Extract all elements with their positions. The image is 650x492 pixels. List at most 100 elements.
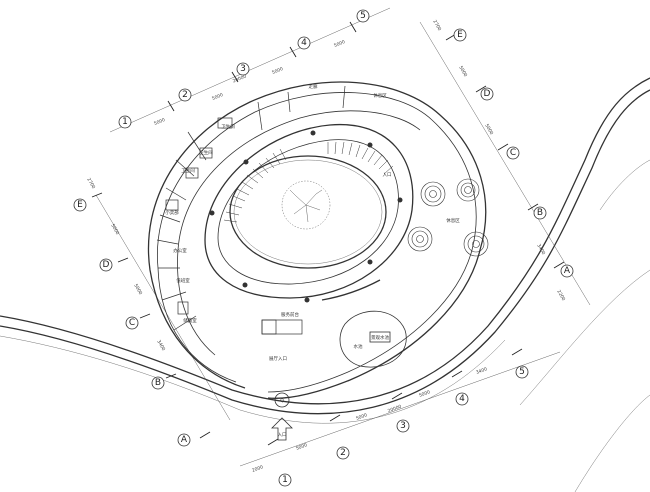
dim-top-3: 5000: [271, 66, 284, 76]
svg-text:B: B: [155, 378, 161, 388]
svg-text:3: 3: [240, 64, 246, 74]
room-label-lounge: 休息区: [446, 217, 460, 224]
dim-left-4: 3400: [155, 339, 166, 352]
tree-icon: [281, 180, 331, 230]
room-label-office1: 办公室: [173, 247, 187, 254]
svg-text:1: 1: [282, 475, 288, 485]
svg-text:4: 4: [459, 394, 465, 404]
dim-top-2: 5000: [211, 92, 224, 102]
svg-text:A: A: [181, 435, 188, 445]
axis-bubble-5-top: 5: [356, 9, 370, 23]
columns: [209, 130, 403, 303]
axis-bubble-3-bottom: 3: [396, 419, 410, 433]
axis-bubble-1-top: 1: [118, 115, 132, 129]
axis-bubble-5-bottom: 5: [515, 365, 529, 379]
central-court-inner: [233, 159, 383, 265]
entrance-arrow-icon: [271, 417, 293, 441]
dim-bottom-total: 20000: [387, 404, 403, 415]
svg-text:B: B: [537, 208, 543, 218]
pond: [339, 310, 407, 368]
dimension-lines: [91, 7, 591, 467]
axis-bubble-2-bottom: 2: [336, 446, 350, 460]
entrance-door-label: Q: [280, 398, 284, 404]
dim-right-5: 2200: [555, 289, 566, 302]
room-labels: 卫生间 卫生间 卫生间 办公室 值班室 储藏室 小卖部 走廊 休息区 入口 展厅…: [165, 83, 460, 438]
room-partitions: [156, 85, 346, 335]
axis-bubble-e-right: E: [453, 28, 467, 42]
room-label-wc1: 卫生间: [221, 123, 235, 130]
axis-bubble-4-top: 4: [297, 36, 311, 50]
central-court: [229, 155, 387, 269]
dim-bottom-2: 5000: [295, 442, 308, 452]
axis-bubble-a-left: A: [177, 433, 191, 447]
svg-text:2: 2: [182, 90, 188, 100]
entrance-door: [274, 392, 290, 408]
building: [147, 81, 489, 441]
svg-text:C: C: [129, 318, 135, 328]
dim-right-3: 5000: [483, 123, 494, 136]
axis-bubble-1-bottom: 1: [278, 473, 292, 487]
dim-right-2: 5000: [457, 65, 468, 78]
dim-bottom-1: 2000: [251, 464, 264, 474]
room-label-exhibit: 展厅入口: [269, 356, 287, 362]
room-label-entry: 入口: [383, 172, 392, 178]
room-label-corridor2: 休息区: [373, 92, 387, 99]
stair-treads: [223, 141, 394, 223]
dim-top-total: 20000: [232, 74, 248, 85]
axis-bubble-b-left: B: [151, 376, 165, 390]
dim-left-2: 5000: [109, 223, 120, 236]
axis-bubble-e-left: E: [73, 198, 87, 212]
svg-text:1: 1: [122, 117, 128, 127]
landscape-curves: [0, 77, 650, 492]
outer-wall-inner: [156, 92, 477, 393]
dim-top-1: 5000: [153, 117, 166, 127]
dim-right-4: 3400: [535, 243, 546, 256]
room-label-pond: 水池: [354, 343, 363, 350]
axis-bubble-d-right: D: [480, 87, 494, 101]
room-label-reception: 服务前台: [281, 311, 299, 318]
dim-bottom-4: 5000: [418, 389, 431, 399]
axis-bubble-4-bottom: 4: [455, 392, 469, 406]
svg-text:2: 2: [340, 448, 346, 458]
dim-right-1: 2700: [431, 19, 442, 32]
axis-bubble-d-left: D: [99, 258, 113, 272]
outer-ring: [204, 123, 414, 299]
entrance-arrow-label: 入口: [278, 432, 287, 438]
bench-arc: [321, 279, 381, 301]
dim-bottom-3: 5000: [355, 412, 368, 422]
svg-text:5: 5: [519, 367, 525, 377]
room-label-wc3: 卫生间: [181, 167, 195, 174]
svg-text:3: 3: [400, 421, 406, 431]
room-label-wc2: 卫生间: [199, 149, 213, 156]
corridor-wall: [177, 110, 421, 356]
axis-bubble-c-left: C: [125, 316, 139, 330]
room-label-office2: 值班室: [176, 277, 190, 284]
axis-bubble-b-right: B: [533, 206, 547, 220]
dimension-texts: 5000 5000 20000 5000 5000 2000 5000 5000…: [85, 19, 566, 474]
dim-top-4: 5000: [333, 39, 346, 49]
axis-bubble-c-right: C: [506, 146, 520, 160]
seating-clusters: [407, 178, 489, 257]
svg-text:E: E: [77, 200, 83, 210]
svg-text:A: A: [564, 266, 571, 276]
axis-bubble-2-top: 2: [178, 88, 192, 102]
svg-text:E: E: [457, 30, 463, 40]
grid-axis-bubbles: 1 2 3 4 5 1 2 3 4 5 A B C D E E D C B A: [73, 9, 574, 487]
svg-text:D: D: [484, 89, 491, 99]
svg-text:D: D: [103, 260, 110, 270]
svg-text:5: 5: [360, 11, 366, 21]
room-label-corridor: 走廊: [309, 83, 318, 90]
dim-bottom-5: 3400: [475, 366, 488, 376]
pond-sign: [369, 331, 391, 343]
dim-left-3: 5000: [132, 283, 143, 296]
axis-bubble-a-right: A: [560, 264, 574, 278]
room-label-storage: 储藏室: [183, 317, 197, 324]
axis-bubble-3-top: 3: [236, 62, 250, 76]
svg-text:4: 4: [301, 38, 307, 48]
room-label-pond-sign: 景观水池: [371, 334, 389, 341]
svg-text:C: C: [510, 148, 516, 158]
dim-left-1: 2700: [85, 177, 96, 190]
outer-wall: [147, 81, 487, 399]
room-label-shop: 小卖部: [165, 209, 179, 216]
